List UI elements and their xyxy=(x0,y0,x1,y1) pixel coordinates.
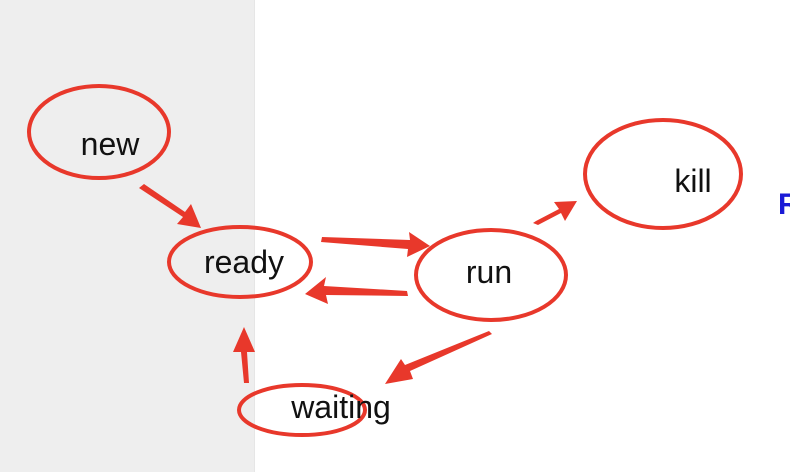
node-new-label: new xyxy=(81,126,141,162)
arrow-ready-to-run xyxy=(321,232,430,257)
arrow-run-to-kill xyxy=(533,201,577,225)
arrow-run-to-ready xyxy=(305,277,408,304)
node-new-ellipse xyxy=(27,84,171,180)
node-kill-label: kill xyxy=(674,163,711,199)
arrow-run-to-waiting xyxy=(385,331,492,384)
node-run-ellipse xyxy=(414,228,568,322)
node-waiting-ellipse xyxy=(237,383,367,437)
node-run-label: run xyxy=(466,254,512,290)
node-ready-label: ready xyxy=(204,244,284,280)
edge-label-partial: R xyxy=(778,188,790,221)
node-kill-ellipse xyxy=(583,118,743,230)
left-panel-background xyxy=(0,0,254,472)
arrow-new-to-ready xyxy=(139,184,201,228)
panel-divider xyxy=(254,0,255,472)
node-ready-ellipse xyxy=(167,225,313,299)
arrow-waiting-to-ready xyxy=(233,327,255,383)
node-waiting-label: waiting xyxy=(290,389,391,425)
